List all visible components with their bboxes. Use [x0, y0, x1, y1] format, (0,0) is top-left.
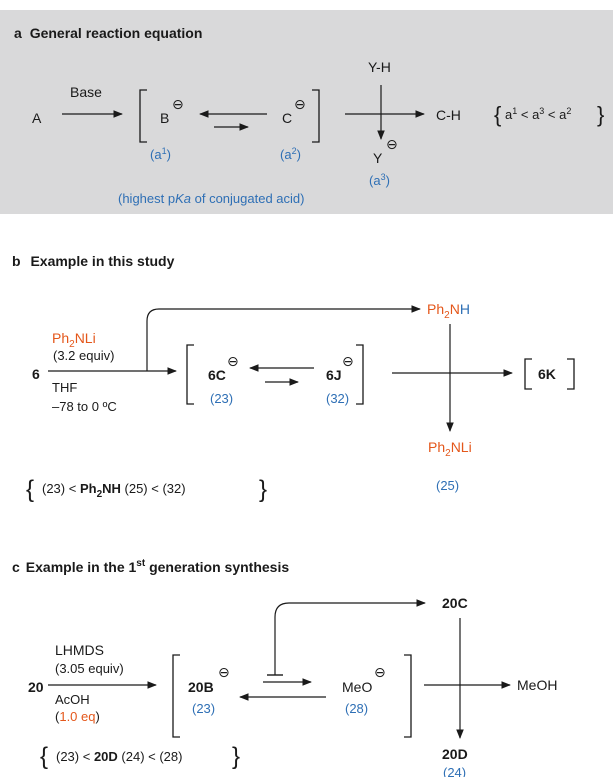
panel-b: b Example in this study 6 Ph2NLi (3.2 eq… — [12, 253, 575, 503]
species-c: C — [282, 110, 292, 126]
solvent-thf: THF — [52, 380, 77, 395]
anion-6j: ⊖ — [342, 353, 354, 369]
panel-b-letter: b — [12, 253, 21, 269]
reagent-yh: Y-H — [368, 59, 391, 75]
bracket-left-a — [139, 89, 147, 143]
acid-acoh: AcOH — [55, 692, 90, 707]
anion-y: ⊖ — [386, 136, 398, 152]
pka-6c: (23) — [210, 391, 233, 406]
species-20d: 20D — [442, 746, 468, 762]
bracket-right-b — [356, 344, 364, 405]
acid-equiv: (1.0 eq) — [55, 709, 100, 724]
base-label: Base — [70, 84, 102, 100]
pka-relation-c: (23) < 20D (24) < (28) — [56, 749, 182, 764]
pka-a3: (a3) — [369, 172, 390, 188]
product-6k: 6K — [538, 366, 556, 382]
panel-a: a General reaction equation A Base B ⊖ C… — [0, 10, 613, 214]
bracket-left-c — [172, 654, 180, 738]
brace-left-b: { — [26, 476, 34, 503]
start-20: 20 — [28, 679, 44, 695]
pka-relation-b: (23) < Ph2NH (25) < (32) — [42, 481, 186, 500]
panel-a-letter: a — [14, 25, 22, 41]
diphenylamine-top: Ph2NH — [427, 301, 470, 321]
product-meoh: MeOH — [517, 677, 557, 693]
panel-b-title: Example in this study — [30, 253, 174, 269]
intermediate-6c: 6C — [208, 367, 226, 383]
diphenylamine-branch-arrow — [146, 305, 421, 371]
lhmds-equiv: (3.05 equiv) — [55, 661, 124, 676]
anion-b: ⊖ — [172, 96, 184, 112]
bracket-right-6k — [567, 358, 575, 390]
temperature: –78 to 0 ºC — [52, 399, 117, 414]
species-y: Y — [373, 150, 383, 166]
panel-a-note: (highest pKa of conjugated acid) — [118, 191, 304, 206]
start-6: 6 — [32, 366, 40, 382]
brace-right-a: } — [597, 102, 604, 127]
bracket-left-6k — [524, 358, 532, 390]
bracket-right-c — [404, 654, 412, 738]
pka-relation-a: a1 < a3 < a2 — [505, 106, 571, 122]
pka-6j: (32) — [326, 391, 349, 406]
bracket-left-b — [186, 344, 194, 405]
anion-c: ⊖ — [294, 96, 306, 112]
reactant-a: A — [32, 110, 42, 126]
pka-meo: (28) — [345, 701, 368, 716]
svg-text:a General reaction equat: a General reaction equation — [14, 25, 202, 41]
branch-arrow-20c — [274, 599, 426, 675]
species-20c: 20C — [442, 595, 468, 611]
methoxide: MeO — [342, 679, 372, 695]
brace-left-a: { — [494, 102, 501, 127]
reagent-ph2nli: Ph2NLi — [52, 330, 96, 350]
pka-20d: (24) — [443, 765, 466, 777]
panel-a-title: General reaction equation — [30, 25, 203, 41]
pka-ph2nh: (25) — [436, 478, 459, 493]
brace-right-c: } — [232, 743, 240, 770]
brace-right-b: } — [259, 476, 267, 503]
reagent-equiv: (3.2 equiv) — [53, 348, 114, 363]
anion-6c: ⊖ — [227, 353, 239, 369]
anion-20b: ⊖ — [218, 664, 230, 680]
pka-a2: (a2) — [280, 146, 301, 162]
product-ch: C-H — [436, 107, 461, 123]
pka-a1: (a1) — [150, 146, 171, 162]
ph2nli-bottom: Ph2NLi — [428, 439, 472, 459]
panel-a-background — [0, 10, 613, 214]
bracket-right-a — [312, 89, 320, 143]
anion-meo: ⊖ — [374, 664, 386, 680]
brace-left-c: { — [40, 743, 48, 770]
svg-text:b Example in this study: b Example in this study — [12, 253, 175, 269]
intermediate-20b: 20B — [188, 679, 214, 695]
species-b: B — [160, 110, 169, 126]
reagent-lhmds: LHMDS — [55, 642, 104, 658]
intermediate-6j: 6J — [326, 367, 342, 383]
pka-20b: (23) — [192, 701, 215, 716]
